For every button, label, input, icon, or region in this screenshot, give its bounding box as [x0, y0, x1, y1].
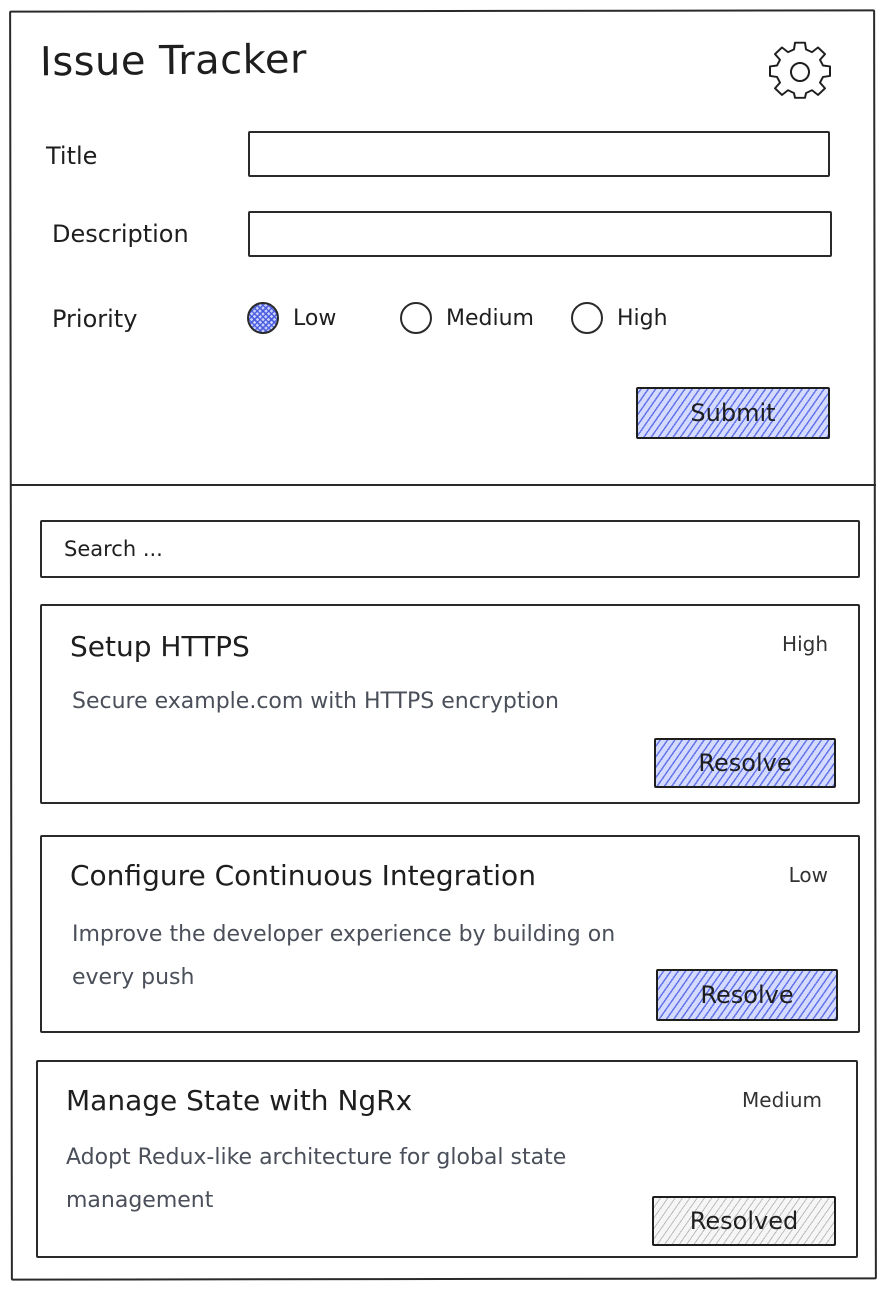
priority-label: Priority	[52, 305, 138, 333]
issue-card: Manage State with NgRx Medium Adopt Redu…	[36, 1060, 858, 1258]
description-label: Description	[52, 220, 189, 248]
radio-label-medium: Medium	[446, 305, 534, 331]
title-label: Title	[46, 142, 98, 170]
radio-unchecked-icon[interactable]	[571, 302, 603, 334]
description-input[interactable]	[248, 211, 832, 257]
search-input[interactable]	[40, 520, 860, 578]
title-input[interactable]	[248, 131, 830, 177]
issue-card: Configure Continuous Integration Low Imp…	[40, 835, 860, 1033]
priority-radio-high[interactable]: High	[571, 300, 668, 336]
issue-priority: Low	[788, 863, 828, 887]
app-title: Issue Tracker	[39, 36, 308, 86]
priority-radio-low[interactable]: Low	[247, 300, 336, 336]
issue-title: Configure Continuous Integration	[70, 859, 536, 892]
resolve-button[interactable]: Resolve	[656, 969, 838, 1021]
issue-card: Setup HTTPS High Secure example.com with…	[40, 604, 860, 804]
issue-description: Improve the developer experience by buil…	[72, 922, 616, 990]
submit-button[interactable]: Submit	[636, 387, 830, 439]
radio-label-low: Low	[293, 305, 337, 331]
resolve-button[interactable]: Resolve	[654, 738, 836, 788]
issue-title: Manage State with NgRx	[66, 1084, 413, 1117]
issue-priority: Medium	[742, 1088, 822, 1112]
issue-priority: High	[782, 632, 828, 656]
resolved-button[interactable]: Resolved	[652, 1196, 836, 1246]
priority-radio-medium[interactable]: Medium	[400, 300, 534, 336]
issue-title: Setup HTTPS	[70, 630, 250, 663]
gear-icon[interactable]	[768, 40, 832, 104]
section-divider	[10, 484, 876, 486]
radio-label-high: High	[617, 305, 668, 331]
radio-unchecked-icon[interactable]	[400, 302, 432, 334]
radio-checked-icon[interactable]	[247, 302, 279, 334]
issue-description: Secure example.com with HTTPS encryption	[72, 689, 559, 714]
issue-description: Adopt Redux-like architecture for global…	[66, 1145, 567, 1213]
